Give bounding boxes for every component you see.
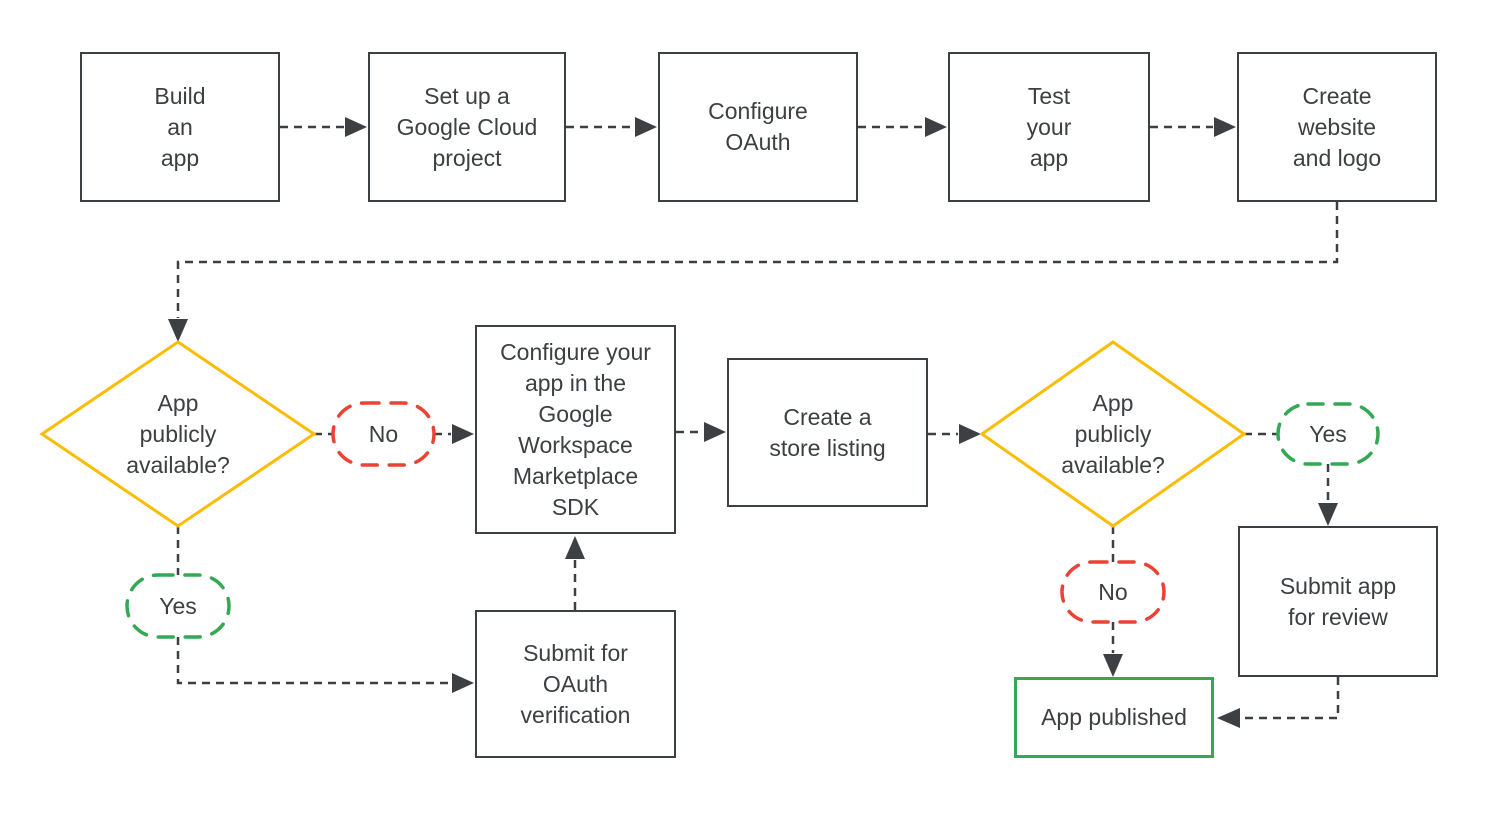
node-app-published-label: App published	[1041, 704, 1187, 730]
node-configure-oauth: Configure OAuth	[658, 52, 858, 202]
arrowhead-no-to-published	[1103, 654, 1123, 677]
node-website-logo: Create website and logo	[1237, 52, 1437, 202]
arrowhead-submit-review-to-published	[1217, 708, 1240, 728]
node-test-app: Test your app	[948, 52, 1150, 202]
arrowhead-test-to-website	[1214, 117, 1236, 137]
node-cloud-project: Set up a Google Cloud project	[368, 52, 566, 202]
node-store-listing: Create a store listing	[727, 358, 928, 507]
node-oauth-verification-label: Submit for OAuth verification	[520, 639, 631, 728]
arrowhead-oauth-to-test	[925, 117, 947, 137]
node-submit-review: Submit app for review	[1238, 526, 1438, 677]
yes-right-oval	[1276, 402, 1380, 466]
connector-yes-to-oauth-verification	[176, 637, 451, 685]
node-oauth-verification: Submit for OAuth verification	[475, 610, 676, 758]
node-cloud-project-label: Set up a Google Cloud project	[396, 82, 538, 171]
node-test-app-label: Test your app	[1026, 82, 1072, 171]
node-configure-oauth-label: Configure OAuth	[708, 98, 808, 155]
node-marketplace-sdk: Configure your app in the Google Workspa…	[475, 325, 676, 534]
node-marketplace-sdk-label: Configure your app in the Google Workspa…	[500, 338, 651, 520]
node-build-app: Build an app	[80, 52, 280, 202]
node-store-listing-label: Create a store listing	[769, 403, 886, 461]
arrowhead-store-to-decision-right	[959, 424, 981, 444]
yes-left-oval	[125, 573, 231, 639]
node-submit-review-label: Submit app for review	[1279, 572, 1397, 630]
arrowhead-build-to-cloud	[345, 117, 367, 137]
arrowhead-sdk-to-store	[704, 422, 726, 442]
decision-left-diamond	[39, 340, 317, 528]
node-build-app-label: Build an app	[154, 82, 206, 171]
arrowhead-oauth-verification-to-sdk	[565, 536, 585, 559]
arrowhead-no-to-sdk	[452, 424, 474, 444]
no-left-oval	[331, 401, 436, 467]
no-right-oval	[1060, 560, 1166, 624]
decision-right-diamond	[979, 340, 1247, 528]
arrowhead-yes-to-oauth-verification	[452, 673, 474, 693]
connector-website-to-decision-left	[176, 202, 1339, 318]
arrowhead-cloud-to-oauth	[635, 117, 657, 137]
arrowhead-yes-to-submit-review	[1318, 503, 1338, 526]
arrowhead-website-to-decision-left	[168, 319, 188, 342]
connector-submit-review-to-published	[1241, 677, 1340, 720]
node-website-logo-label: Create website and logo	[1292, 82, 1382, 171]
node-app-published: App published	[1014, 677, 1214, 758]
